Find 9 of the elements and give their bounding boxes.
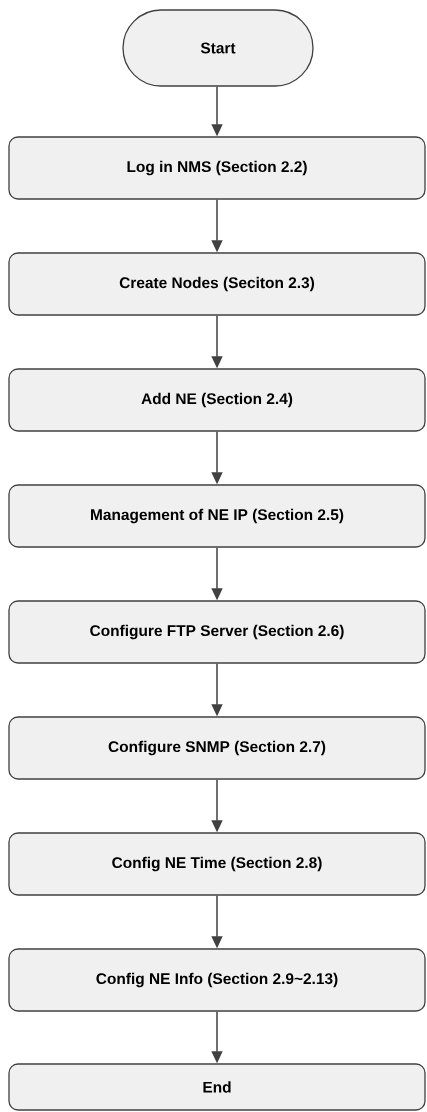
process-box: Log in NMS (Section 2.2)	[8, 136, 426, 200]
process-box: Configure SNMP (Section 2.7)	[8, 716, 426, 780]
process-box: Config NE Time (Section 2.8)	[8, 832, 426, 896]
process-box: Config NE Info (Section 2.9~2.13)	[8, 948, 426, 1012]
process-box: Create Nodes (Seciton 2.3)	[8, 252, 426, 316]
terminal-box: End	[8, 1063, 426, 1111]
process-box: Add NE (Section 2.4)	[8, 368, 426, 432]
process-box: Management of NE IP (Section 2.5)	[8, 484, 426, 548]
process-box: Configure FTP Server (Section 2.6)	[8, 600, 426, 664]
